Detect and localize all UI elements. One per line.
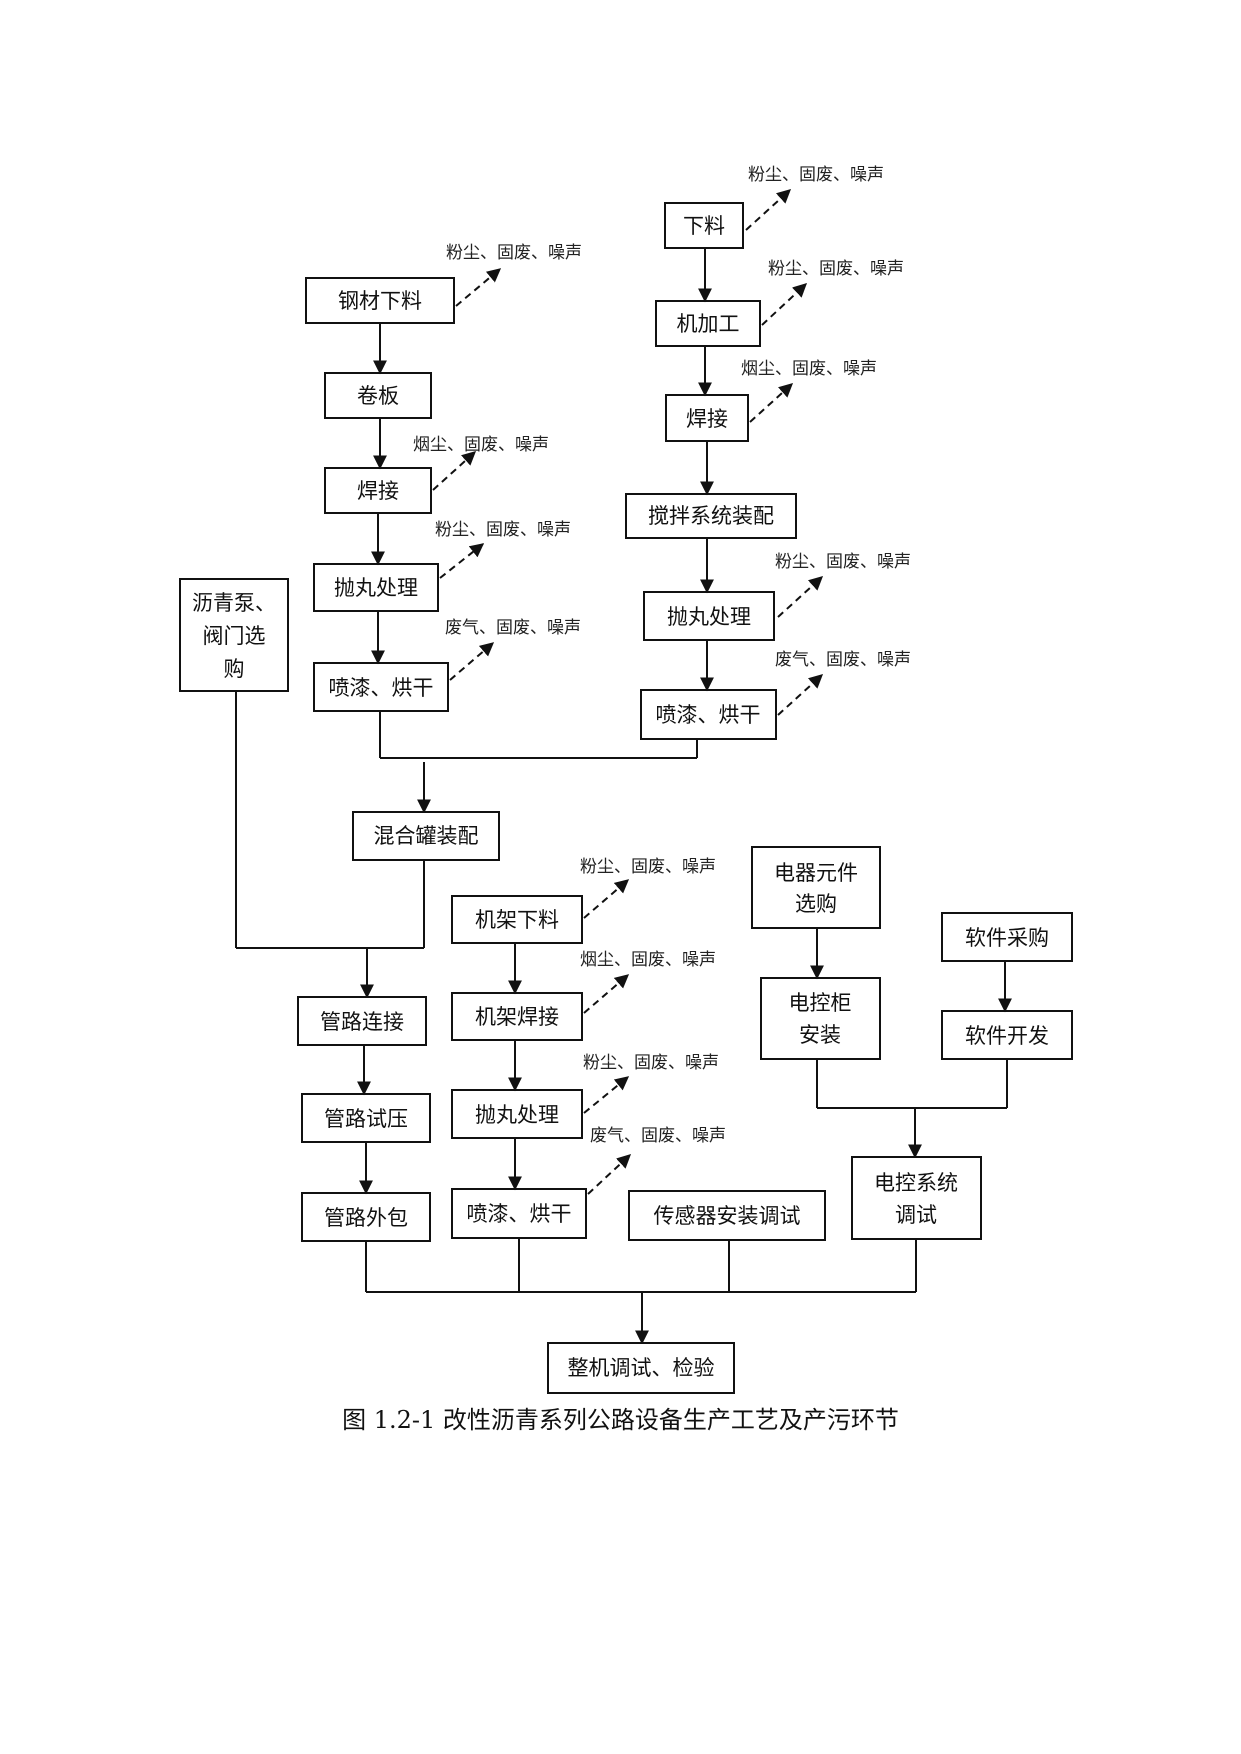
svg-text:抛丸处理: 抛丸处理 — [475, 1103, 559, 1127]
emission-arrow-b1 — [745, 189, 792, 231]
node-software-dev: 软件开发 — [941, 1010, 1073, 1060]
emission-arrow-a1 — [455, 268, 502, 307]
svg-text:喷漆、烘干: 喷漆、烘干 — [467, 1202, 572, 1226]
emission-arrow-b5 — [777, 674, 824, 716]
node-control-debug: 电控系统 调试 — [851, 1156, 982, 1240]
svg-text:喷漆、烘干: 喷漆、烘干 — [329, 676, 434, 700]
emission-arrow-f2 — [583, 974, 630, 1014]
node-pipe-pressure-test: 管路试压 — [301, 1093, 431, 1143]
svg-text:卷板: 卷板 — [357, 384, 399, 408]
svg-text:机架下料: 机架下料 — [475, 908, 559, 932]
svg-text:管路外包: 管路外包 — [324, 1206, 408, 1230]
node-pump-purchase: 沥青泵、 阀门选 购 — [179, 578, 289, 692]
node-electrical-purchase: 电器元件 选购 — [751, 846, 881, 929]
emission-label-f3: 粉尘、固废、噪声 — [583, 1053, 719, 1073]
node-steel-cutting: 钢材下料 — [305, 277, 455, 324]
emission-label-f2: 烟尘、固废、噪声 — [580, 950, 716, 970]
emission-label-b1: 粉尘、固废、噪声 — [748, 165, 884, 185]
svg-text:软件开发: 软件开发 — [965, 1024, 1049, 1048]
emission-label-f1: 粉尘、固废、噪声 — [580, 857, 716, 877]
node-shot-blast-b: 抛丸处理 — [643, 591, 775, 641]
node-spray-dry-c: 喷漆、烘干 — [451, 1188, 587, 1239]
node-welding-a: 焊接 — [324, 467, 432, 514]
node-pipe-connection: 管路连接 — [297, 996, 427, 1046]
svg-text:传感器安装调试: 传感器安装调试 — [654, 1204, 801, 1228]
svg-text:搅拌系统装配: 搅拌系统装配 — [648, 504, 774, 528]
svg-text:抛丸处理: 抛丸处理 — [334, 576, 418, 600]
node-frame-cutting: 机架下料 — [451, 895, 583, 944]
emission-label-b5: 废气、固废、噪声 — [775, 650, 911, 670]
node-shot-blast-c: 抛丸处理 — [451, 1089, 583, 1139]
svg-text:阀门选: 阀门选 — [203, 624, 266, 648]
emission-label-f4: 废气、固废、噪声 — [590, 1126, 726, 1146]
emission-arrow-a2 — [432, 451, 477, 491]
figure-caption: 图 1.2-1 改性沥青系列公路设备生产工艺及产污环节 — [342, 1406, 899, 1434]
node-mixing-assembly: 搅拌系统装配 — [625, 493, 797, 539]
emission-arrow-a4 — [449, 642, 495, 681]
emission-arrow-f4 — [587, 1154, 632, 1195]
svg-text:喷漆、烘干: 喷漆、烘干 — [656, 703, 761, 727]
node-software-purchase: 软件采购 — [941, 912, 1073, 962]
svg-text:混合罐装配: 混合罐装配 — [374, 824, 479, 848]
node-control-cabinet: 电控柜 安装 — [760, 977, 881, 1060]
emission-label-b3: 烟尘、固废、噪声 — [741, 359, 877, 379]
emission-label-a4: 废气、固废、噪声 — [445, 618, 581, 638]
svg-text:管路试压: 管路试压 — [324, 1107, 408, 1131]
svg-text:电器元件: 电器元件 — [774, 861, 858, 885]
svg-text:电控柜: 电控柜 — [789, 991, 852, 1015]
node-rolling: 卷板 — [324, 372, 432, 419]
svg-text:焊接: 焊接 — [357, 479, 399, 503]
emission-label-a3: 粉尘、固废、噪声 — [435, 520, 571, 540]
emission-label-a2: 烟尘、固废、噪声 — [413, 435, 549, 455]
svg-text:钢材下料: 钢材下料 — [338, 289, 422, 313]
emission-arrow-b4 — [777, 576, 824, 618]
svg-text:抛丸处理: 抛丸处理 — [667, 605, 751, 629]
emission-arrow-a3 — [439, 543, 485, 579]
node-frame-welding: 机架焊接 — [451, 992, 583, 1041]
node-welding-b: 焊接 — [665, 394, 749, 442]
emission-arrow-f1 — [583, 879, 630, 919]
svg-text:管路连接: 管路连接 — [320, 1010, 404, 1034]
svg-text:调试: 调试 — [895, 1203, 937, 1227]
emission-arrow-b3 — [749, 383, 794, 423]
node-spray-dry-a: 喷漆、烘干 — [313, 662, 449, 712]
emission-label-b2: 粉尘、固废、噪声 — [768, 259, 904, 279]
svg-text:购: 购 — [224, 657, 245, 681]
node-spray-dry-b: 喷漆、烘干 — [640, 689, 777, 740]
node-machining: 机加工 — [655, 300, 761, 347]
emission-arrow-b2 — [761, 283, 808, 326]
node-final-debug: 整机调试、检验 — [547, 1342, 735, 1394]
svg-text:沥青泵、: 沥青泵、 — [192, 591, 276, 615]
svg-text:机架焊接: 机架焊接 — [475, 1005, 559, 1029]
node-cutting-b: 下料 — [664, 202, 744, 249]
emission-label-b4: 粉尘、固废、噪声 — [775, 552, 911, 572]
svg-text:软件采购: 软件采购 — [965, 926, 1049, 950]
svg-text:选购: 选购 — [795, 892, 837, 916]
emission-arrow-f3 — [583, 1076, 630, 1114]
svg-text:安装: 安装 — [799, 1023, 841, 1047]
svg-text:下料: 下料 — [683, 214, 725, 238]
emission-label-a1: 粉尘、固废、噪声 — [446, 243, 582, 263]
node-sensor-install: 传感器安装调试 — [628, 1190, 826, 1241]
node-mixer-tank-assembly: 混合罐装配 — [352, 811, 500, 861]
svg-text:机加工: 机加工 — [677, 312, 740, 336]
svg-text:整机调试、检验: 整机调试、检验 — [568, 1356, 715, 1380]
svg-text:电控系统: 电控系统 — [874, 1171, 958, 1195]
node-pipe-wrapping: 管路外包 — [301, 1192, 431, 1242]
svg-text:焊接: 焊接 — [686, 407, 728, 431]
node-shot-blast-a: 抛丸处理 — [313, 563, 439, 612]
